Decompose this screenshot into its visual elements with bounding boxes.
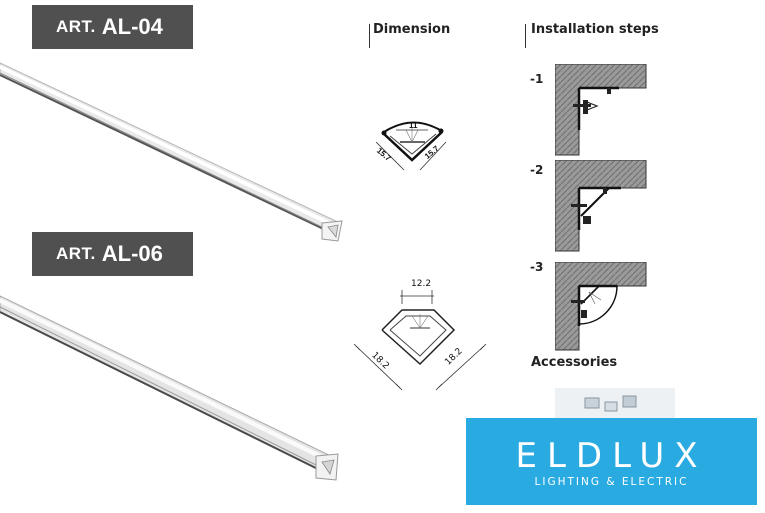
al04-cross-section <box>375 121 447 171</box>
step-label-1: -1 <box>530 72 544 86</box>
dimension-heading: Dimension <box>373 22 451 37</box>
article-code: AL-04 <box>101 14 163 39</box>
product-label-al06: ART. AL-06 <box>32 232 193 276</box>
step-label-2: -2 <box>530 163 544 177</box>
al04-dim-top: 11 <box>409 121 418 130</box>
accessories-heading: Accessories <box>531 355 618 370</box>
heading-divider <box>525 24 526 48</box>
logo-tagline: LIGHTING & ELECTRIC <box>534 476 689 488</box>
profile-al04-image <box>0 62 343 242</box>
product-label-al04: ART. AL-04 <box>32 5 193 49</box>
install-step-1-illustration <box>555 64 647 156</box>
install-step-3-illustration <box>555 262 647 351</box>
install-step-2-illustration <box>555 160 647 252</box>
installation-heading: Installation steps <box>531 22 659 37</box>
al06-dim-top: 12.2 <box>411 279 432 289</box>
profile-al06-image <box>0 295 339 481</box>
article-code: AL-06 <box>101 241 163 266</box>
logo-name: ELDLUX <box>515 436 708 476</box>
heading-divider <box>369 24 370 48</box>
eldlux-logo: ELDLUX LIGHTING & ELECTRIC <box>466 418 757 505</box>
accessories-image <box>555 388 675 422</box>
art-prefix: ART. <box>56 17 96 36</box>
step-label-3: -3 <box>530 260 544 274</box>
al06-cross-section <box>353 290 487 391</box>
art-prefix: ART. <box>56 244 96 263</box>
